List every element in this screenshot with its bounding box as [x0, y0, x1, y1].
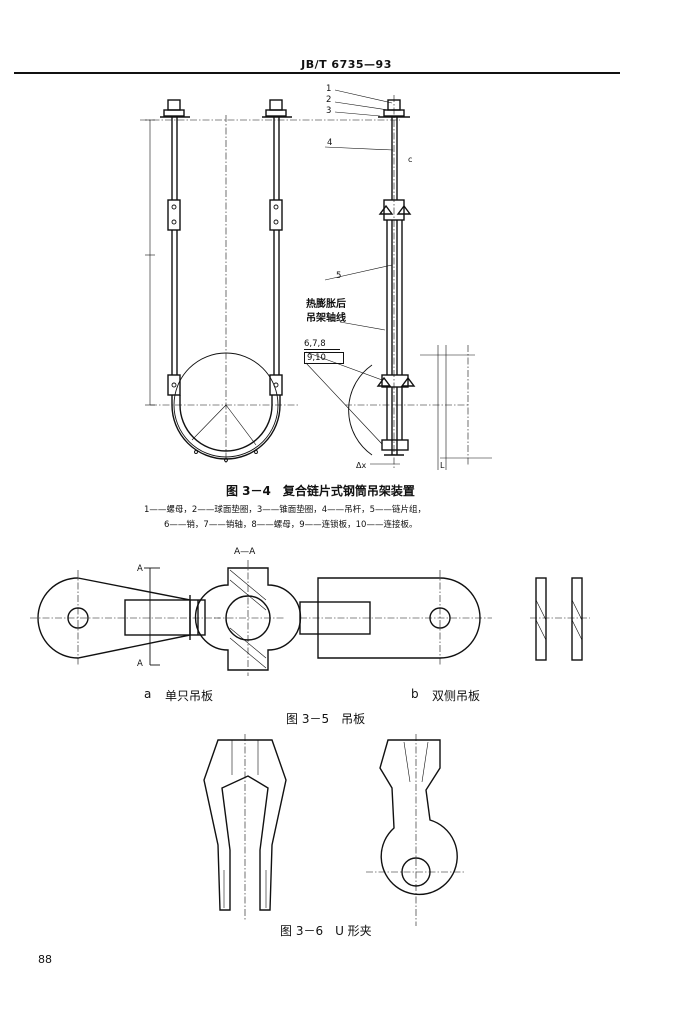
double-hanger-plate: [299, 570, 492, 666]
sub-a-text: 单只吊板: [165, 689, 214, 703]
u-clamp-side-view: [366, 734, 466, 926]
page-number: 88: [38, 953, 52, 966]
section-label-a-a: A—A: [234, 547, 256, 557]
left-hanger: [160, 99, 190, 396]
svg-text:L: L: [440, 461, 445, 470]
figure-3-4-caption: 图 3－4 复合链片式钢筒吊架装置: [226, 484, 415, 498]
figure-3-6-drawing: [203, 734, 466, 926]
label-box-top: 6,7,8: [304, 339, 340, 350]
figure-3-5-caption: 图 3－5 吊板: [286, 712, 366, 726]
figure-3-4-drawing: Δx L c: [140, 89, 492, 470]
u-clamp-front-view: [203, 734, 287, 920]
cut-mark-bottom: A: [137, 659, 143, 669]
callout-2: 2: [326, 95, 332, 105]
svg-text:c: c: [408, 155, 412, 164]
callout-3: 3: [326, 106, 332, 116]
annotation-thermal-expansion: 热膨胀后: [306, 299, 346, 310]
callout-1: 1: [326, 84, 332, 94]
header-rule: [14, 72, 620, 74]
figure-3-4-legend-line1: 1——螺母，2——球面垫圈，3——锥面垫圈，4——吊杆，5——链片组，: [144, 505, 427, 515]
sub-b-letter: b: [411, 687, 419, 701]
sub-a-letter: a: [144, 687, 152, 701]
callout-4: 4: [327, 138, 333, 148]
cut-mark-top: A: [137, 564, 143, 574]
svg-text:Δx: Δx: [356, 461, 366, 470]
side-view-assembly: [376, 95, 416, 470]
standard-number-header: JB/T 6735—93: [301, 58, 392, 71]
figure-3-6-caption: 图 3－6 U 形夹: [280, 924, 372, 938]
double-plate-side-view: [530, 577, 590, 661]
callout-5: 5: [336, 271, 342, 281]
section-a-a: [194, 560, 302, 676]
figure-3-4-legend-line2: 6——销，7——销轴，8——螺母，9——连锁板，10——连接板。: [164, 520, 418, 530]
single-hanger-plate: [30, 567, 220, 666]
sub-b-text: 双侧吊板: [432, 689, 481, 703]
middle-hanger: [262, 99, 292, 396]
annotation-hanger-axis: 吊架轴线: [306, 313, 346, 324]
label-box-bottom: 9,10: [304, 352, 344, 364]
figure-3-5-drawing: [30, 560, 590, 676]
